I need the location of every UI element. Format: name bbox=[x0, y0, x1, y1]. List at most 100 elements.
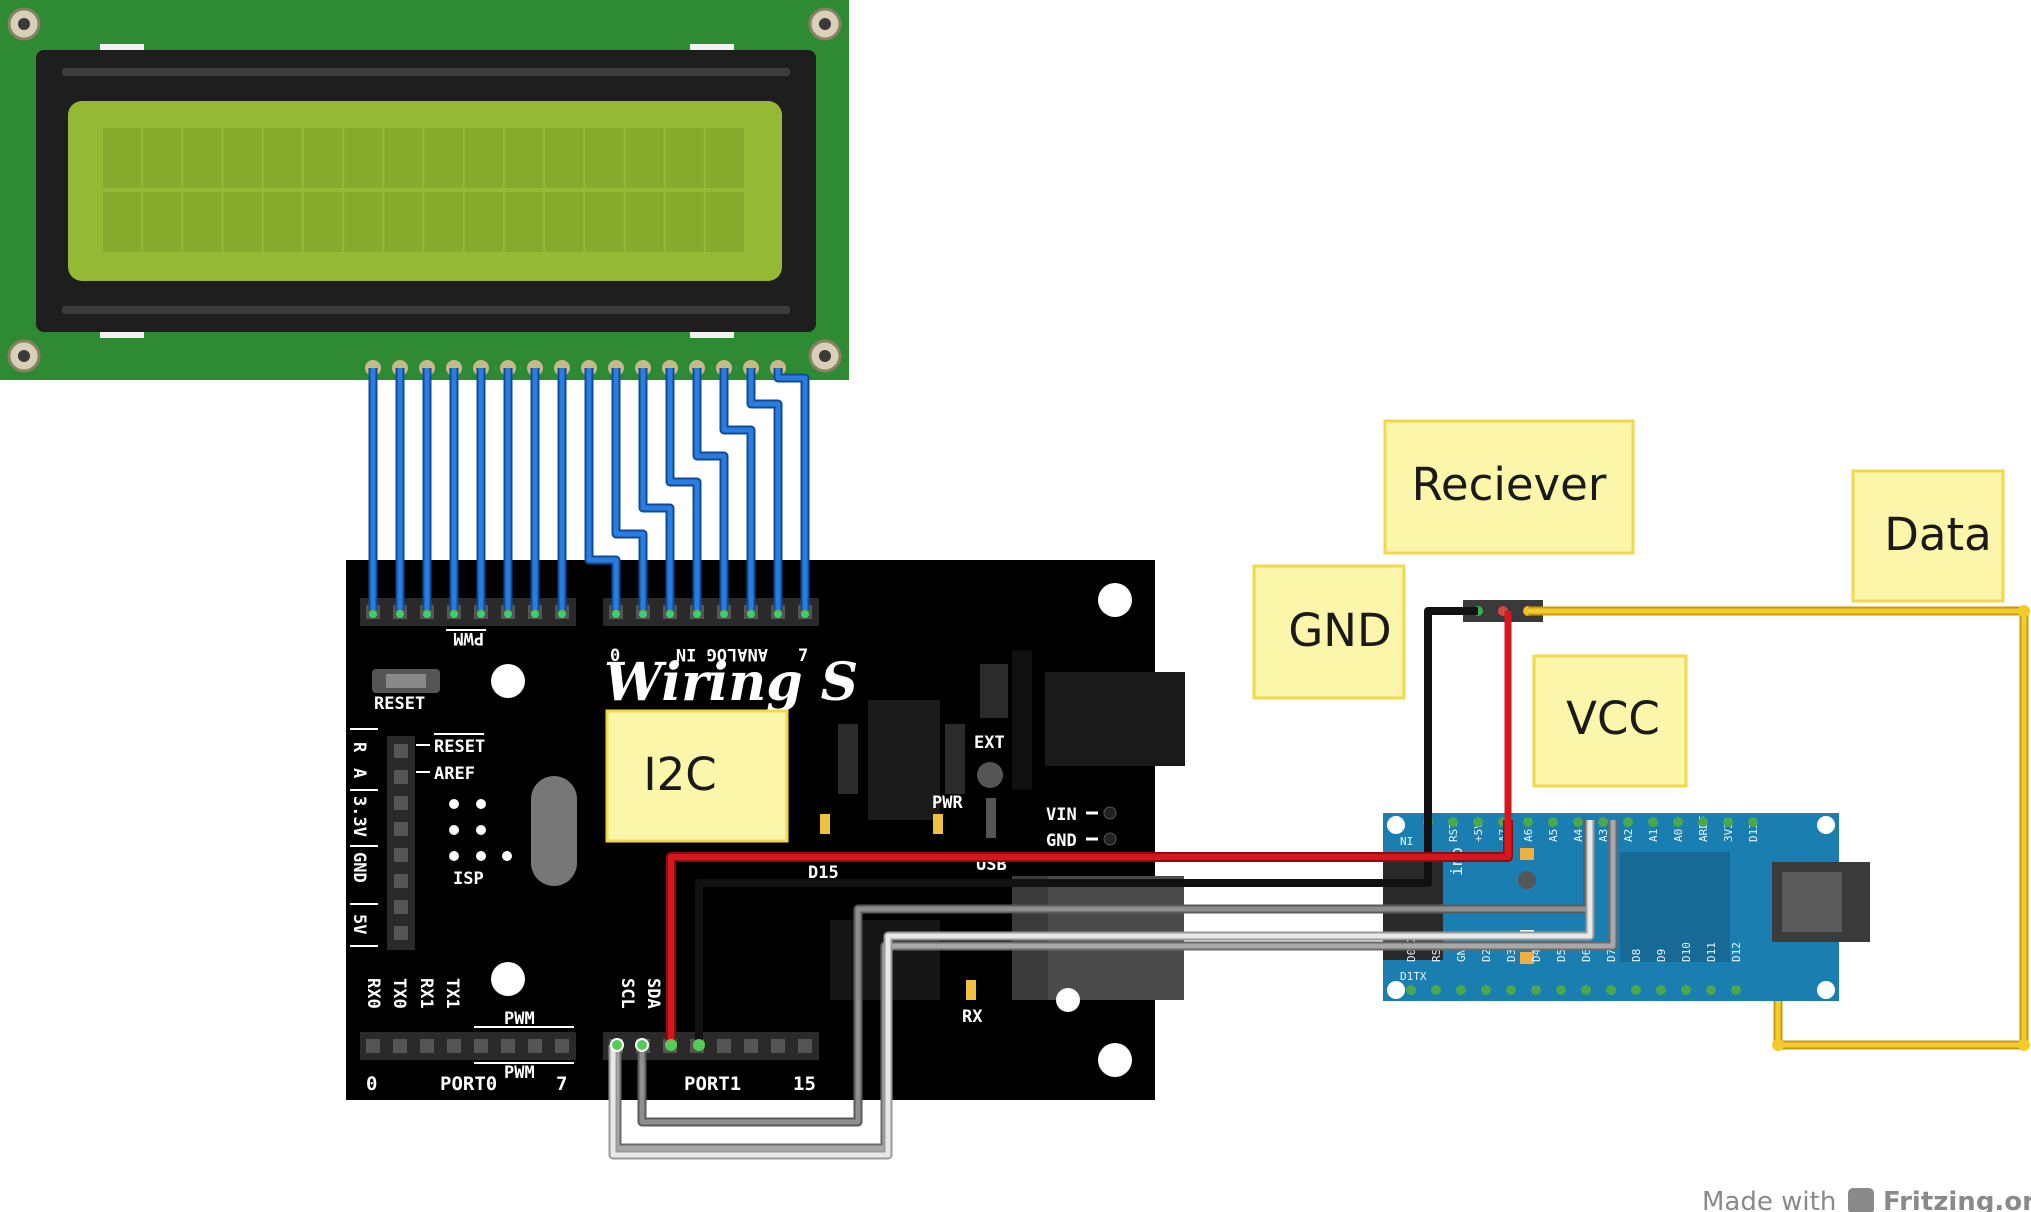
power-pin bbox=[394, 900, 408, 914]
nano-d1tx-label: D1TX bbox=[1400, 970, 1427, 983]
nano-pin bbox=[1673, 817, 1683, 827]
header-pin bbox=[798, 1039, 812, 1053]
lcd-cell bbox=[706, 192, 744, 252]
lcd-character-grid bbox=[103, 128, 744, 252]
lcd-cell bbox=[384, 192, 423, 252]
nano-pin bbox=[1431, 985, 1441, 995]
lcd-cell bbox=[304, 192, 342, 252]
ext-jumper bbox=[977, 762, 1003, 788]
rx-led bbox=[966, 980, 976, 1000]
crystal bbox=[531, 776, 577, 886]
nano-top-pin-label: A2 bbox=[1622, 829, 1635, 842]
lcd-data-wires bbox=[368, 368, 810, 610]
nano-bottom-pin-label: D8 bbox=[1630, 949, 1643, 962]
power-pin bbox=[394, 848, 408, 862]
power-pin bbox=[394, 744, 408, 758]
gnd-label: GND bbox=[1046, 831, 1077, 851]
nano-pin bbox=[1723, 817, 1733, 827]
lcd-cell bbox=[665, 128, 704, 188]
fritzing-footer: Made with Fritzing.org bbox=[1702, 1187, 2031, 1212]
lcd-cell bbox=[304, 128, 342, 188]
header-pin bbox=[555, 1039, 569, 1053]
nano-pin bbox=[1556, 985, 1566, 995]
vin-label: VIN bbox=[1046, 805, 1077, 825]
lcd-cell bbox=[263, 192, 302, 252]
nano-top-pin-label: A4 bbox=[1572, 828, 1585, 842]
ext-label: EXT bbox=[974, 733, 1005, 753]
analog-in-label: ANALOG IN bbox=[676, 644, 768, 664]
nano-pin bbox=[1648, 817, 1658, 827]
nano-pin bbox=[1598, 817, 1608, 827]
reset-label: RESET bbox=[374, 694, 425, 714]
port0-start-label: 0 bbox=[366, 1073, 377, 1095]
nano-top-pin-label: A1 bbox=[1647, 829, 1660, 842]
nano-chip bbox=[1620, 852, 1730, 962]
nano-top-pin-label: A6 bbox=[1522, 829, 1535, 842]
header-pin bbox=[474, 1039, 488, 1053]
tx0-label: TX0 bbox=[389, 978, 409, 1009]
header-pin bbox=[501, 1039, 515, 1053]
wires bbox=[608, 605, 2030, 1160]
nano-bottom-pin-label: D6 bbox=[1580, 949, 1593, 962]
lcd-cell bbox=[344, 192, 383, 252]
side-3v3-label: 3.3V bbox=[349, 796, 369, 837]
note-vcc-text: VCC bbox=[1566, 692, 1660, 745]
nano-pin bbox=[1748, 817, 1758, 827]
lcd-cell bbox=[344, 128, 383, 188]
lcd-cell bbox=[545, 128, 584, 188]
nano-bottom-pin-label: D11 bbox=[1705, 942, 1718, 962]
aref-pin-label: AREF bbox=[434, 764, 475, 784]
nano-top-pin-label: RST bbox=[1447, 822, 1460, 842]
lcd-module bbox=[0, 0, 849, 380]
nano-pin bbox=[1731, 985, 1741, 995]
lcd-cell bbox=[505, 128, 543, 188]
isp-header bbox=[449, 799, 512, 861]
header-power bbox=[387, 736, 415, 950]
pwm-top-label: PWM bbox=[453, 628, 484, 648]
d15-label: D15 bbox=[808, 863, 839, 883]
scl-label: SCL bbox=[617, 978, 637, 1009]
lcd-cell bbox=[585, 128, 624, 188]
isp-label: ISP bbox=[453, 869, 484, 889]
rx0-label: RX0 bbox=[363, 978, 383, 1009]
note-i2c-text: I2C bbox=[643, 748, 716, 801]
nano-bottom-pin-label: D2 bbox=[1480, 949, 1493, 962]
lcd-cell bbox=[424, 128, 463, 188]
port1-label: PORT1 bbox=[684, 1073, 741, 1095]
lcd-cell bbox=[103, 192, 141, 252]
power-pin bbox=[394, 822, 408, 836]
header-pin bbox=[528, 1039, 542, 1053]
sda-label: SDA bbox=[643, 978, 663, 1009]
nano-pin bbox=[1623, 817, 1633, 827]
pwr-label: PWR bbox=[932, 793, 963, 813]
lcd-cell bbox=[384, 128, 423, 188]
lcd-cell bbox=[103, 128, 141, 188]
nano-bottom-pin-label: D12 bbox=[1730, 942, 1743, 962]
header-port2 bbox=[360, 598, 576, 626]
nano-vin-label: NI bbox=[1400, 835, 1413, 848]
lcd-cell bbox=[505, 192, 543, 252]
lcd-cell bbox=[625, 128, 664, 188]
lcd-cell bbox=[545, 192, 584, 252]
nano-pin bbox=[1456, 985, 1466, 995]
tx1-label: TX1 bbox=[442, 978, 462, 1009]
note-i2c: I2C bbox=[605, 709, 789, 843]
nano-bottom-pin-label: D4 bbox=[1530, 948, 1543, 962]
port0-label: PORT0 bbox=[440, 1073, 497, 1095]
nano-pin bbox=[1581, 985, 1591, 995]
note-vcc: VCC bbox=[1532, 654, 1688, 788]
d15-led bbox=[820, 814, 830, 834]
lcd-cell bbox=[223, 128, 262, 188]
nano-pin bbox=[1706, 985, 1716, 995]
lcd-cell bbox=[143, 128, 182, 188]
voltage-regulator bbox=[868, 700, 940, 820]
lcd-cell bbox=[585, 192, 624, 252]
power-pin bbox=[394, 770, 408, 784]
nano-bottom-pin-label: D7 bbox=[1605, 949, 1618, 962]
pwm-b-label: PWM bbox=[504, 1063, 535, 1083]
header-pin bbox=[393, 1039, 407, 1053]
note-gnd: GND bbox=[1252, 564, 1406, 700]
rx-label: RX bbox=[962, 1007, 983, 1027]
note-gnd-text: GND bbox=[1288, 604, 1391, 657]
